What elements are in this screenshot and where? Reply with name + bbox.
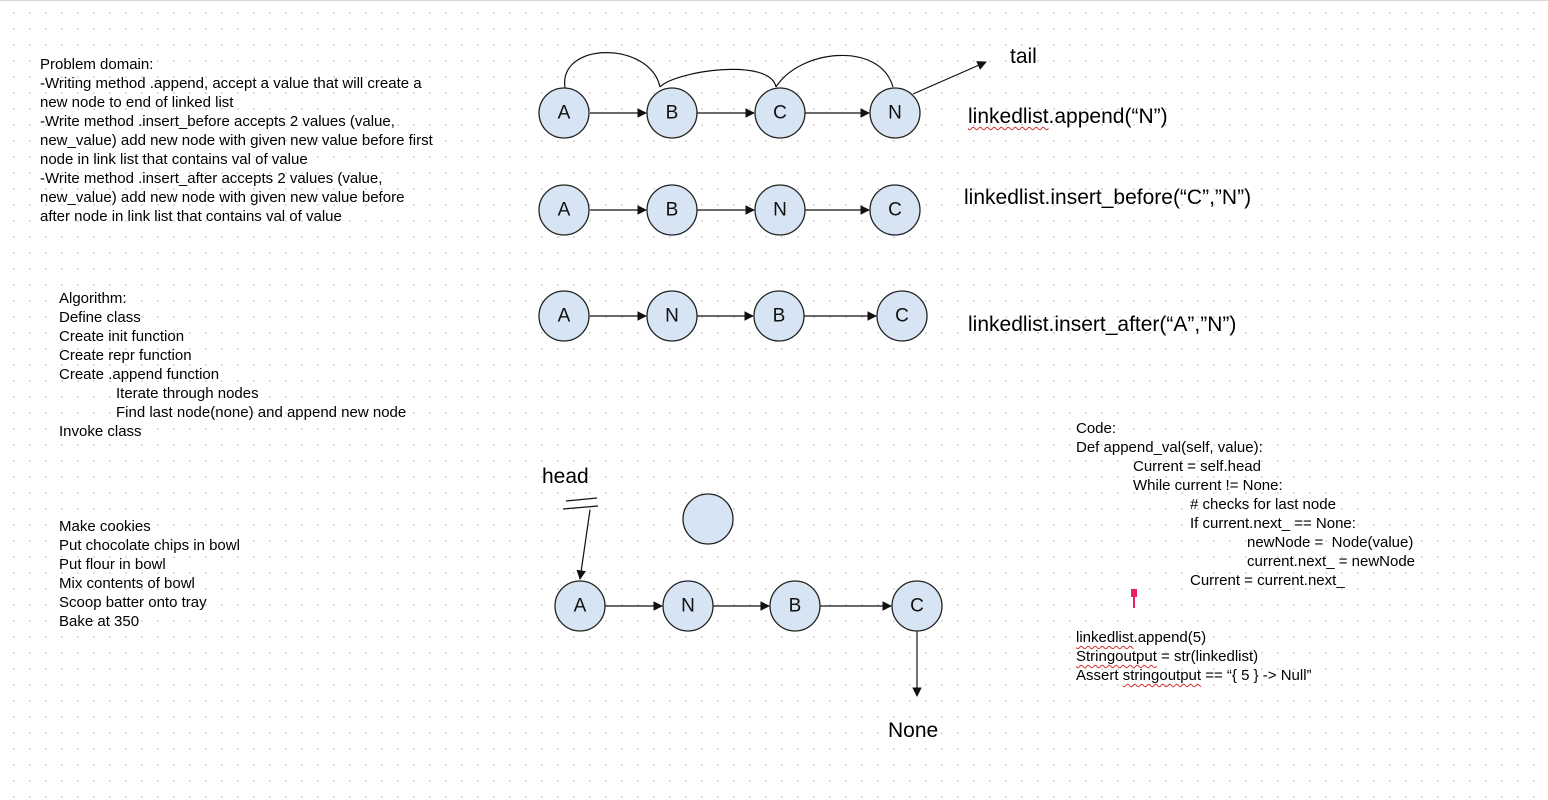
head-label[interactable]: head [542,465,589,488]
recipe-line: Scoop batter onto tray [59,594,207,611]
test-line-assert: Assert stringoutput == “{ 5 } -> Null” [1076,666,1312,685]
head-arrow [576,509,591,580]
tail-arrow [912,61,987,95]
node-label: C [888,200,902,221]
test-line-rest: == “{ 5 } -> Null” [1201,667,1312,684]
code-line: While current != None: [1133,477,1283,494]
recipe-line: Bake at 350 [59,613,140,630]
row1-node-n[interactable]: N [869,87,921,139]
problem-domain-line: node in link list that contains val of v… [40,151,308,168]
row3-node-c[interactable]: C [876,290,928,342]
tail-label[interactable]: tail [1010,45,1037,68]
problem-domain-line: -Write method .insert_after accepts 2 va… [40,170,383,187]
recipe-line: Make cookies [59,518,151,535]
walk-node-b[interactable]: B [769,580,821,632]
head-tick-top [565,497,598,502]
algorithm-line: Create init function [59,328,185,345]
test-line-rest: .append(5) [1133,629,1207,646]
row3-node-b[interactable]: B [753,290,805,342]
algorithm-line: Create .append function [59,366,220,383]
walk-node-c[interactable]: C [891,580,943,632]
row1-node-c[interactable]: C [754,87,806,139]
problem-domain-line: new_value) add new node with given new v… [40,132,433,149]
unattached-node[interactable] [682,493,734,545]
walk-node-a[interactable]: A [554,580,606,632]
row1-node-a[interactable]: A [538,87,590,139]
node-label: A [558,306,571,327]
problem-domain-line: -Writing method .append, accept a value … [40,75,422,92]
code-line: newNode = Node(value) [1247,534,1414,551]
problem-domain-text[interactable]: Problem domain: -Writing method .append, … [40,55,433,226]
spellcheck-word: stringoutput [1122,667,1202,684]
recipe-line: Mix contents of bowl [59,575,195,592]
test-line-string: Stringoutput = str(linkedlist) [1076,647,1312,666]
problem-domain-line: after node in link list that contains va… [40,208,342,225]
head-tick-bottom [562,505,599,510]
code-line: Code: [1076,420,1117,437]
node-label: N [665,306,679,327]
test-line-append: linkedlist.append(5) [1076,628,1312,647]
test-code-text[interactable]: linkedlist.append(5) Stringoutput = str(… [1076,628,1312,685]
node-label: C [910,596,924,617]
test-line-rest: Assert [1076,667,1123,684]
recipe-line: Put chocolate chips in bowl [59,537,240,554]
insert-before-operation-label[interactable]: linkedlist.insert_before(“C”,”N”) [964,186,1252,209]
node-label: N [888,103,902,124]
row2-node-c[interactable]: C [869,184,921,236]
row3-node-n[interactable]: N [646,290,698,342]
code-line: current.next_ = newNode [1247,553,1416,570]
none-label[interactable]: None [888,719,939,742]
code-line: # checks for last node [1190,496,1336,513]
row1-node-b[interactable]: B [646,87,698,139]
algorithm-line: Iterate through nodes [116,385,259,402]
append-operation-label[interactable]: linkedlist.append(“N”) [968,105,1168,129]
code-line: Current = current.next_ [1190,572,1345,589]
spellcheck-word: Stringoutput [1076,648,1157,665]
node-label: B [789,596,802,617]
node-label: N [681,596,695,617]
node-label: C [895,306,909,327]
insert-after-operation-label[interactable]: linkedlist.insert_after(“A”,”N”) [968,313,1237,336]
code-line: Current = self.head [1133,458,1261,475]
node-label: B [666,103,679,124]
spellcheck-word: linkedlist [968,105,1049,128]
node-label: A [574,596,587,617]
node-label: A [558,200,571,221]
code-line: If current.next_ == None: [1190,515,1356,532]
code-line: Def append_val(self, value): [1076,439,1263,456]
problem-domain-line: -Write method .insert_before accepts 2 v… [40,113,395,130]
problem-domain-line: new node to end of linked list [40,94,234,111]
recipe-line: Put flour in bowl [59,556,166,573]
text-cursor-stem [1133,597,1135,608]
algorithm-line: Define class [59,309,141,326]
problem-domain-line: Problem domain: [40,56,154,73]
append-operation-rest: .append(“N”) [1048,105,1168,128]
node-label: B [666,200,679,221]
row2-node-a[interactable]: A [538,184,590,236]
row2-node-b[interactable]: B [646,184,698,236]
algorithm-line: Algorithm: [59,290,127,307]
row3-node-a[interactable]: A [538,290,590,342]
problem-domain-line: new_value) add new node with given new v… [40,189,405,206]
node-label: B [773,306,786,327]
node-label: C [773,103,787,124]
arc-b-c [659,68,777,88]
algorithm-line: Invoke class [59,423,142,440]
node-label: N [773,200,787,221]
algorithm-line: Find last node(none) and append new node [116,404,407,421]
text-cursor-icon [1131,589,1137,597]
node-label: A [558,103,571,124]
arc-c-n [775,54,894,88]
test-line-rest: = str(linkedlist) [1156,648,1259,665]
walk-node-n[interactable]: N [662,580,714,632]
arc-a-b [564,52,661,89]
code-text[interactable]: Code: Def append_val(self, value): Current… [1076,419,1415,590]
spellcheck-word: linkedlist [1076,629,1134,646]
row2-node-n[interactable]: N [754,184,806,236]
algorithm-line: Create repr function [59,347,192,364]
